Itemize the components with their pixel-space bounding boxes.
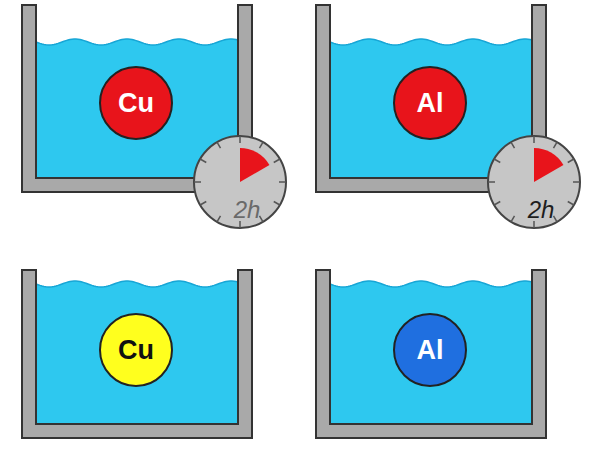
timer-tick	[488, 181, 495, 183]
timer-tick	[200, 202, 206, 206]
timer-face	[194, 136, 286, 228]
container-wall	[22, 270, 252, 438]
timer-tick	[239, 136, 241, 143]
timer-tick	[568, 202, 574, 206]
timer-tick	[533, 221, 535, 228]
timer-tick	[217, 142, 221, 148]
element-symbol: Cu	[118, 90, 154, 117]
element-symbol: Al	[417, 337, 444, 364]
timer-tick	[511, 142, 515, 148]
timer-tick	[573, 181, 580, 183]
timer-tick	[533, 136, 535, 143]
timer-tick	[511, 216, 515, 222]
timer-tick	[494, 159, 500, 163]
water	[330, 281, 532, 424]
timer-tick	[239, 221, 241, 228]
timer-wedge	[240, 148, 269, 182]
timer-tick	[274, 202, 280, 206]
water-surface	[330, 281, 532, 287]
water-surface	[36, 39, 238, 45]
timer-tick	[494, 202, 500, 206]
container-wall	[316, 270, 546, 438]
timer-tick	[568, 159, 574, 163]
element-symbol: Al	[417, 90, 444, 117]
timer-tick	[200, 159, 206, 163]
timer-icon	[194, 136, 286, 228]
timer-face	[488, 136, 580, 228]
timer-icon	[488, 136, 580, 228]
timer-tick	[274, 159, 280, 163]
timer-tick	[554, 142, 558, 148]
timer-tick	[217, 216, 221, 222]
timer-tick	[194, 181, 201, 183]
timer-tick	[279, 181, 286, 183]
water	[36, 281, 238, 424]
element-ball: Cu	[99, 66, 173, 140]
element-ball: Al	[393, 313, 467, 387]
timer-label: 2h	[234, 198, 261, 222]
element-ball: Cu	[99, 313, 173, 387]
element-ball: Al	[393, 66, 467, 140]
water-surface	[330, 39, 532, 45]
water-surface	[36, 281, 238, 287]
timer-label: 2h	[528, 198, 555, 222]
timer-tick	[260, 142, 264, 148]
element-symbol: Cu	[118, 337, 154, 364]
timer-wedge	[534, 148, 563, 182]
